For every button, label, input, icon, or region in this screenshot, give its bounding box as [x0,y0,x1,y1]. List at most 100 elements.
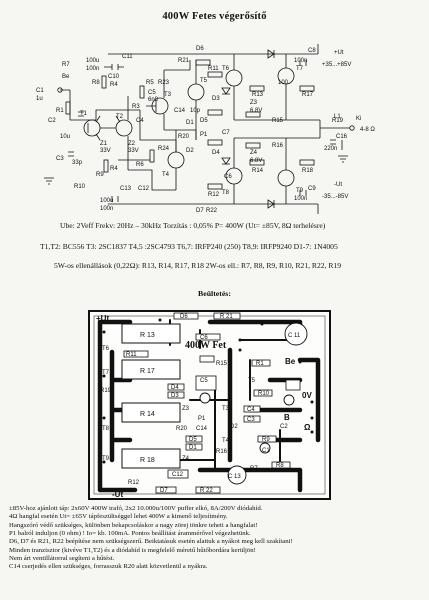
note-line: P1 balról indulјon (0 ohm) ! Io= kb. 100… [9,530,251,538]
c7-label: C7 [222,130,230,136]
pcb-z4-label: Z4 [182,456,190,462]
output-label: Ki [356,116,361,122]
z1-value: 33V [100,148,111,154]
input-label: Be [62,74,70,80]
note-line: 4Ω hangfal esetén Ut= ±65V tápfeszültség… [9,513,228,521]
t9-label: T9 [296,188,304,194]
r1-label: R1 [56,108,64,114]
z3-label: Z3 [250,100,258,106]
r14-label: R14 [252,168,264,174]
pcb-t3-label: T3 [222,406,230,412]
r7-label: R7 [62,62,70,68]
pcb-t6-label: T6 [102,346,110,352]
d3-label: D3 [212,96,220,102]
pcb-p1-label: P1 [198,416,206,422]
pcb-t4-label: T4 [222,438,230,444]
r8-label: R8 [92,80,100,86]
negative-rail-voltage: -35...-85V [322,194,348,200]
r24-label: R24 [158,146,170,152]
r19-label: R19 [332,118,344,124]
pcb-r9-label: R9 [262,437,270,443]
r11-label: R11 [208,66,219,72]
c3-value: 33p [72,160,83,166]
r22-label: R22 [206,208,218,214]
output-impedance: 4-8 Ω [360,127,375,133]
z2-label: Z2 [128,141,136,147]
pcb-ohm-label: Ω [304,423,311,432]
pcb-r15-label: R15 [216,361,228,367]
positive-rail-label: +Ut [334,50,344,56]
c8-value: 100n [294,58,307,64]
schematic-diagram: Be C1 1u C2 10u R1 C3 33p T1 T2 Z1 33V Z… [36,44,375,214]
r5-label: R5 [146,80,154,86]
c4-label: C4 [136,118,144,124]
pcb-c14-label: C14 [196,426,208,432]
layout-section-title: Beültetés: [198,289,231,298]
pcb-r17-label: R 17 [140,368,155,375]
pcb-t5-label: T5 [248,378,256,384]
c9-label: C9 [308,186,316,192]
d6-label: D6 [196,46,204,52]
pcb-c5-label: C5 [200,378,208,384]
r23-label: R23 [158,80,170,86]
c12-value: 100u [100,198,113,204]
c16-value: 220n [324,146,337,152]
pcb-r7-label: R7 [250,466,258,472]
r16-label: R16 [272,143,284,149]
note-line: Hangszóró védő szükséges, különben bekap… [9,521,258,529]
spec-line-2: T1,T2: BC556 T3: 2SC1837 T4,5 :2SC4793 T… [40,242,338,251]
t3-label: T3 [164,92,172,98]
pcb-positive-rail-label: +Ut [96,314,109,323]
pcb-t7-label: T7 [102,370,110,376]
z3-value: 6.8V [250,108,262,114]
z2-value: 33V [128,148,139,154]
t8-label: T8 [222,190,230,196]
c1-value: 1u [36,96,43,102]
c11-value: 100u [86,58,99,64]
r9-label: R9 [96,172,104,178]
pcb-r1-label: R1 [256,361,264,367]
pcb-z3-label: Z3 [182,406,190,412]
r17-label: R17 [302,92,314,98]
r15-label: R15 [272,118,284,124]
pcb-ground-label: 0V [302,391,312,400]
pcb-r12-label: R12 [128,480,140,486]
spec-line-3: 5W-os ellenállások (0,22Ω): R13, R14, R1… [54,261,342,270]
d5-label: D5 [200,118,208,124]
t6-label: T6 [222,66,230,72]
pcb-d2-label: D2 [230,424,238,430]
c6-label: C6 [224,174,232,180]
pcb-input-label: Be [285,357,296,366]
c13-label: C13 [120,186,132,192]
note-line: D6, D7 és R21, R22 beépítése nem szükség… [9,538,293,546]
c1-label: C1 [36,88,44,94]
pcb-r16-label: R16 [216,449,228,455]
z1-label: Z1 [100,141,108,147]
r18-label: R18 [302,168,314,174]
t2-label: T2 [116,114,124,120]
c16-label: C16 [336,134,348,140]
board-title: 400W Fet [185,340,227,351]
c14-label: C14 [174,108,186,114]
z4-label: Z4 [250,150,258,156]
pcb-c13-label: C 13 [228,474,241,480]
c3-label: C3 [56,156,64,162]
c5-label: C5 [148,90,156,96]
p1-label: P1 [200,132,208,138]
pcb-negative-rail-label: -Ut [112,490,123,499]
note-line: Minden tranzisztor (kivéve T1,T2) és a d… [9,546,256,554]
pcb-r20-label: R20 [176,426,188,432]
pcb-b-label: B [284,413,290,422]
notes-block: ±85V-hoz ajánlott táp: 2x60V 400W trafó,… [9,505,423,572]
r20-label: R20 [178,134,190,140]
pcb-c4-label: C4 [247,407,255,413]
pcb-r19-label: R19 [100,388,112,394]
pcb-d3-label: D3 [171,393,179,399]
c2-value: 10u [60,134,70,140]
pcb-d5-label: D5 [189,437,197,443]
r21-label: R21 [178,58,190,64]
t4-label: T4 [162,172,170,178]
note-line: C14 cserjedés ellen szükséges, forrasszu… [9,563,208,571]
pcb-c11-label: C 11 [288,333,301,339]
pcb-t9-label: T9 [102,456,110,462]
